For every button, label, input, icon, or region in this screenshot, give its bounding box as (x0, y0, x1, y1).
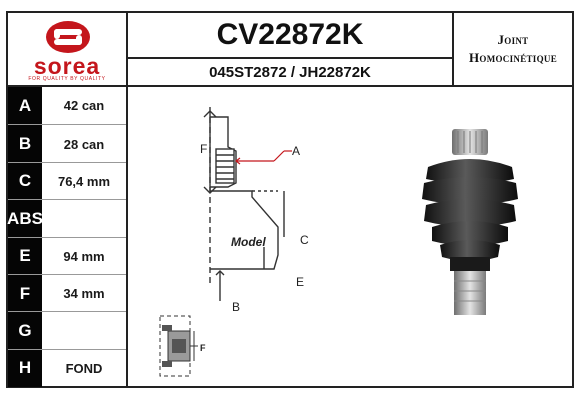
splined-shaft (210, 116, 237, 188)
label-b: B (232, 300, 240, 314)
spec-key: B (8, 125, 42, 163)
spec-key: C (8, 162, 42, 201)
joint-schematic (203, 107, 285, 301)
product-type-line2: Homocinétique (468, 50, 558, 65)
spec-value (42, 200, 126, 237)
label-e: E (296, 275, 304, 289)
sorea-emblem-icon (46, 21, 90, 53)
spec-value: 76,4 mm (57, 173, 111, 189)
spec-row-e: E 94 mm (8, 236, 126, 275)
spec-key: ABS (7, 200, 43, 238)
spec-row-abs: ABS (7, 199, 126, 238)
part-number: CV22872K (128, 13, 452, 59)
label-f-small: F (200, 343, 206, 353)
spec-table: A 42 can B 28 can C 76,4 mm ABS E 94 mm … (7, 87, 128, 388)
spec-key: A (8, 87, 42, 125)
brand-tagline: FOR QUALITY BY QUALITY (28, 76, 106, 82)
spec-row-b: B 28 can (8, 124, 126, 163)
spec-row-a: A 42 can (8, 87, 126, 125)
spec-value: 94 mm (63, 248, 105, 264)
label-a: A (292, 144, 300, 158)
product-type-line1: Joint (497, 32, 529, 47)
spec-value: FOND (65, 360, 103, 376)
drawing-canvas: F A C E B Model F (159, 107, 518, 377)
spec-row-f: F 34 mm (8, 274, 126, 313)
technical-drawing: F A C E B Model F (128, 87, 572, 386)
cross-references: 045ST2872 / JH22872K (209, 63, 371, 81)
spec-key: H (8, 349, 42, 388)
joint-body-outline (210, 190, 279, 270)
spec-value: 42 can (63, 98, 105, 114)
spec-row-h: H FOND (8, 348, 126, 388)
spec-value (42, 312, 126, 349)
cv-joint-photo (422, 129, 518, 315)
model-label: Model (231, 235, 266, 249)
label-c: C (300, 233, 309, 247)
spec-key: G (8, 312, 42, 350)
label-f: F (200, 142, 207, 156)
title-block: CV22872K 045ST2872 / JH22872K (128, 13, 454, 87)
brand-logo: sorea FOR QUALITY BY QUALITY (8, 13, 128, 87)
spec-row-c: C 76,4 mm (8, 161, 126, 201)
brand-name: sorea (33, 53, 101, 79)
joint-end-view-icon (159, 315, 198, 377)
product-sheet: sorea FOR QUALITY BY QUALITY CV22872K 04… (6, 11, 574, 388)
product-type: Joint Homocinétique (454, 13, 572, 87)
spec-key: F (8, 275, 42, 313)
spec-row-g: G (8, 311, 126, 350)
spec-value: 34 mm (63, 286, 105, 302)
spec-value: 28 can (63, 136, 105, 152)
spec-key: E (8, 237, 42, 275)
